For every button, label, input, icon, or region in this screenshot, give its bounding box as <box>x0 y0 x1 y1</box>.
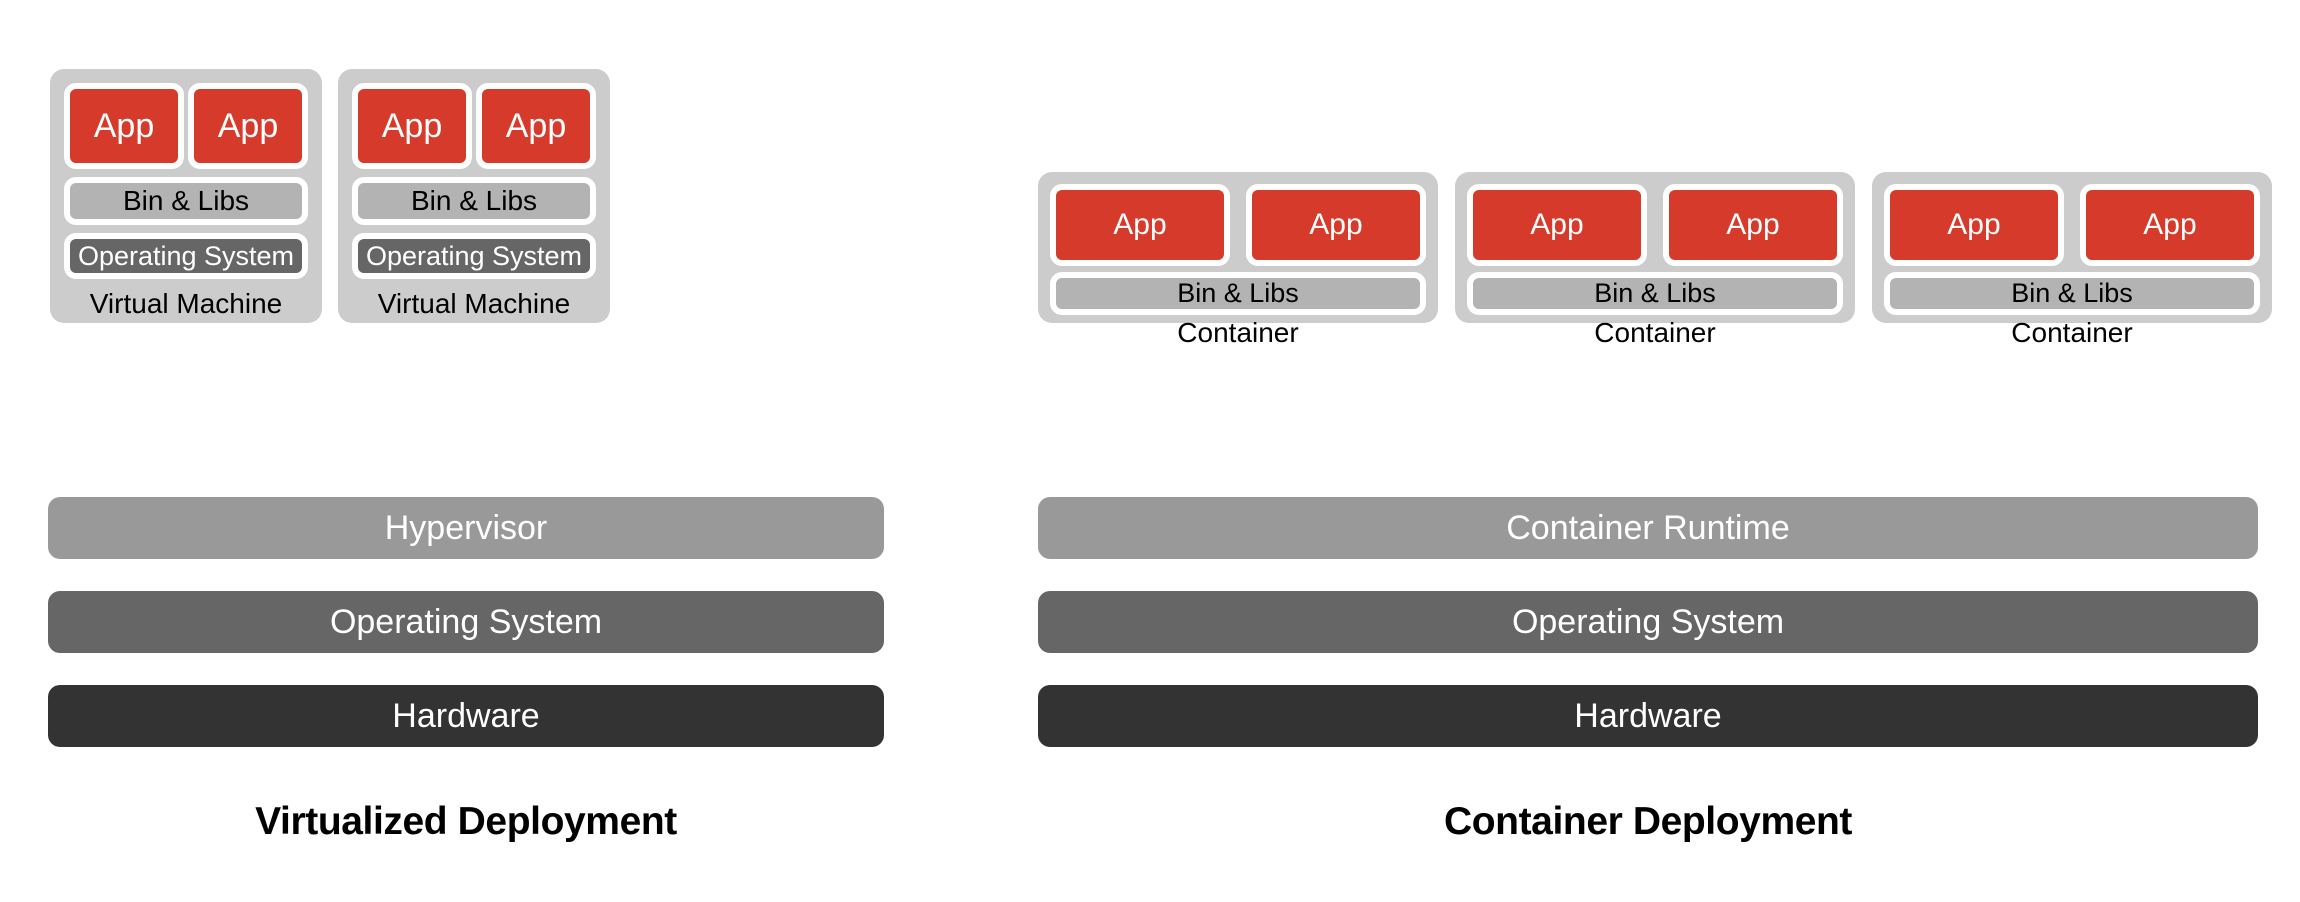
virtual-machine-panel: App App Bin & Libs Operating System Virt… <box>50 69 322 323</box>
apps-row: App App <box>64 83 308 169</box>
apps-row: App App <box>1467 184 1843 266</box>
guest-operating-system-box: Operating System <box>352 233 596 280</box>
container-panel: App App Bin & Libs Container <box>1872 172 2272 348</box>
app-box: App <box>188 83 308 169</box>
guest-operating-system-box: Operating System <box>64 233 308 280</box>
bin-and-libs-box: Bin & Libs <box>1467 272 1843 315</box>
apps-row: App App <box>1884 184 2260 266</box>
container-runtime-bar: Container Runtime <box>1038 497 2258 559</box>
hardware-bar: Hardware <box>1038 685 2258 747</box>
bin-and-libs-box: Bin & Libs <box>1884 272 2260 315</box>
apps-row: App App <box>1050 184 1426 266</box>
virtualized-deployment-title: Virtualized Deployment <box>255 800 677 843</box>
app-box: App <box>1050 184 1230 266</box>
container-caption: Container <box>1177 317 1299 348</box>
app-box: App <box>1884 184 2064 266</box>
container-caption: Container <box>1594 317 1716 348</box>
container-panel: App App Bin & Libs Container <box>1455 172 1855 348</box>
virtual-machine-caption: Virtual Machine <box>377 288 571 320</box>
host-operating-system-bar: Operating System <box>1038 591 2258 653</box>
app-box: App <box>352 83 472 169</box>
virtual-machine-panel: App App Bin & Libs Operating System Virt… <box>338 69 610 323</box>
bin-and-libs-box: Bin & Libs <box>64 177 308 225</box>
app-box: App <box>1663 184 1843 266</box>
host-operating-system-bar: Operating System <box>48 591 884 653</box>
bin-and-libs-box: Bin & Libs <box>1050 272 1426 315</box>
app-box: App <box>1246 184 1426 266</box>
container-panel: App App Bin & Libs Container <box>1038 172 1438 348</box>
hardware-bar: Hardware <box>48 685 884 747</box>
container-caption: Container <box>2011 317 2133 348</box>
app-box: App <box>64 83 184 169</box>
apps-row: App App <box>352 83 596 169</box>
virtual-machine-caption: Virtual Machine <box>89 288 283 320</box>
app-box: App <box>2080 184 2260 266</box>
bin-and-libs-box: Bin & Libs <box>352 177 596 225</box>
app-box: App <box>476 83 596 169</box>
app-box: App <box>1467 184 1647 266</box>
container-deployment-title: Container Deployment <box>1443 800 1853 843</box>
hypervisor-bar: Hypervisor <box>48 497 884 559</box>
